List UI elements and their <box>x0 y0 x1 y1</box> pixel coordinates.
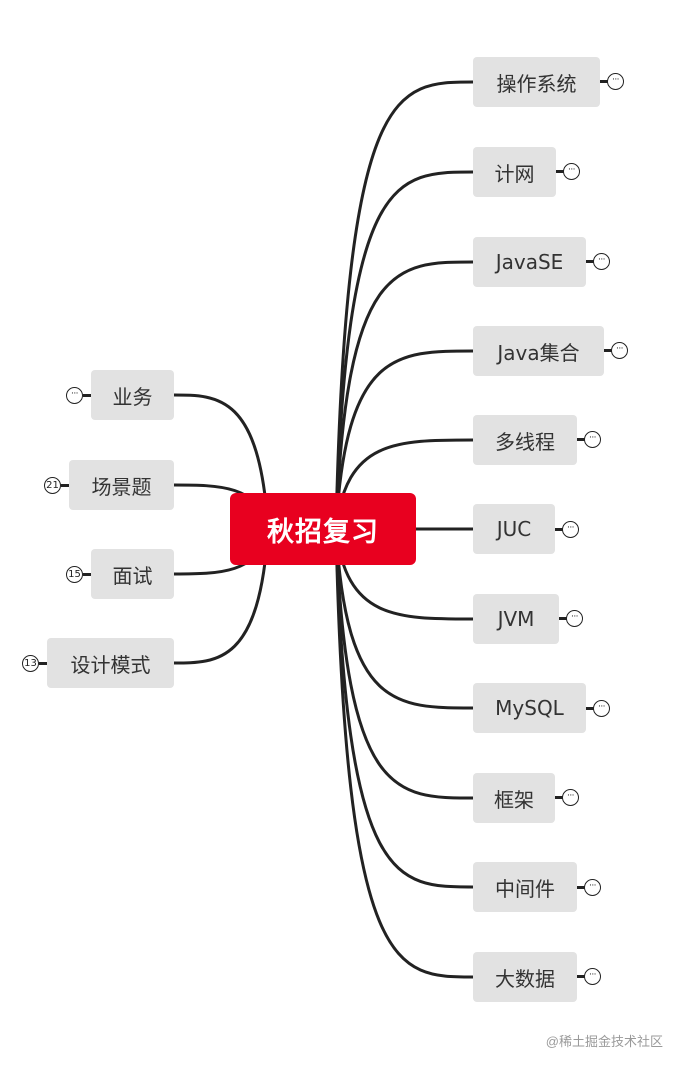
branch-connector <box>173 393 270 530</box>
child-count: 13 <box>24 657 37 669</box>
topic-jvm[interactable]: JVM <box>473 594 559 644</box>
collapse-stub <box>83 573 91 576</box>
collapse-icon[interactable] <box>611 342 628 359</box>
topic-javase[interactable]: JavaSE <box>473 237 586 287</box>
collapse-icon[interactable] <box>562 521 579 538</box>
collapse-icon[interactable] <box>584 968 601 985</box>
collapse-stub <box>586 707 594 710</box>
topic-design-patterns[interactable]: 设计模式 <box>47 638 174 688</box>
topic-label: 操作系统 <box>496 71 577 96</box>
topic-java-collections[interactable]: Java集合 <box>473 326 604 376</box>
topic-label: JavaSE <box>495 250 564 274</box>
collapse-icon[interactable] <box>562 789 579 806</box>
collapse-stub <box>600 80 608 83</box>
topic-os[interactable]: 操作系统 <box>473 57 600 107</box>
root-topic-label: 秋招复习 <box>267 516 379 548</box>
branch-connector <box>334 80 474 530</box>
collapse-stub <box>555 796 563 799</box>
branch-connector <box>334 349 474 530</box>
topic-label: 业务 <box>112 384 153 409</box>
topic-scenarios[interactable]: 场景题 <box>69 460 174 510</box>
branch-connector <box>334 528 474 710</box>
collapse-stub <box>559 617 567 620</box>
topic-network[interactable]: 计网 <box>473 147 556 197</box>
topic-label: 框架 <box>494 787 534 812</box>
topic-label: 多线程 <box>495 429 555 454</box>
collapse-stub <box>586 260 594 263</box>
branch-connector <box>334 528 474 979</box>
root-topic[interactable]: 秋招复习 <box>230 493 416 565</box>
topic-interview[interactable]: 面试 <box>91 549 174 599</box>
topic-juc[interactable]: JUC <box>473 504 555 554</box>
collapse-icon[interactable] <box>563 163 580 180</box>
collapse-stub <box>555 528 563 531</box>
topic-label: JVM <box>497 607 535 631</box>
topic-label: JUC <box>496 517 532 541</box>
topic-frameworks[interactable]: 框架 <box>473 773 555 823</box>
topic-label: 计网 <box>494 161 535 186</box>
collapse-icon[interactable] <box>593 700 610 717</box>
collapse-stub <box>577 886 585 889</box>
branch-connector <box>334 528 474 889</box>
collapse-stub <box>577 438 585 441</box>
collapse-stub <box>604 349 612 352</box>
branch-connector <box>334 260 474 530</box>
collapse-stub <box>61 484 69 487</box>
topic-middleware[interactable]: 中间件 <box>473 862 577 912</box>
topic-big-data[interactable]: 大数据 <box>473 952 577 1002</box>
watermark: @稀土掘金技术社区 <box>545 1034 663 1049</box>
collapse-icon[interactable] <box>584 431 601 448</box>
collapse-icon[interactable] <box>566 610 583 627</box>
child-count: 21 <box>46 479 59 491</box>
topic-label: 面试 <box>112 563 153 588</box>
child-count: 15 <box>68 568 81 580</box>
collapse-icon[interactable] <box>593 253 610 270</box>
collapse-stub <box>39 662 47 665</box>
collapse-stub <box>556 170 564 173</box>
topic-label: 场景题 <box>91 474 152 499</box>
topic-label: 设计模式 <box>70 652 151 677</box>
topic-mysql[interactable]: MySQL <box>473 683 586 733</box>
topic-label: Java集合 <box>497 340 580 365</box>
collapse-stub <box>577 975 585 978</box>
topic-label: MySQL <box>495 696 564 720</box>
child-count-badge[interactable]: 13 <box>22 655 39 672</box>
branch-connector <box>334 170 474 530</box>
child-count-badge[interactable]: 15 <box>66 566 83 583</box>
collapse-stub <box>83 394 91 397</box>
topic-business[interactable]: 业务 <box>91 370 174 420</box>
topic-label: 大数据 <box>495 966 555 991</box>
collapse-icon[interactable] <box>584 879 601 896</box>
branch-connector <box>173 528 270 665</box>
collapse-icon[interactable] <box>607 73 624 90</box>
topic-multithreading[interactable]: 多线程 <box>473 415 577 465</box>
collapse-icon[interactable] <box>66 387 83 404</box>
child-count-badge[interactable]: 21 <box>44 477 61 494</box>
topic-label: 中间件 <box>495 876 555 901</box>
branch-connector <box>334 528 474 800</box>
